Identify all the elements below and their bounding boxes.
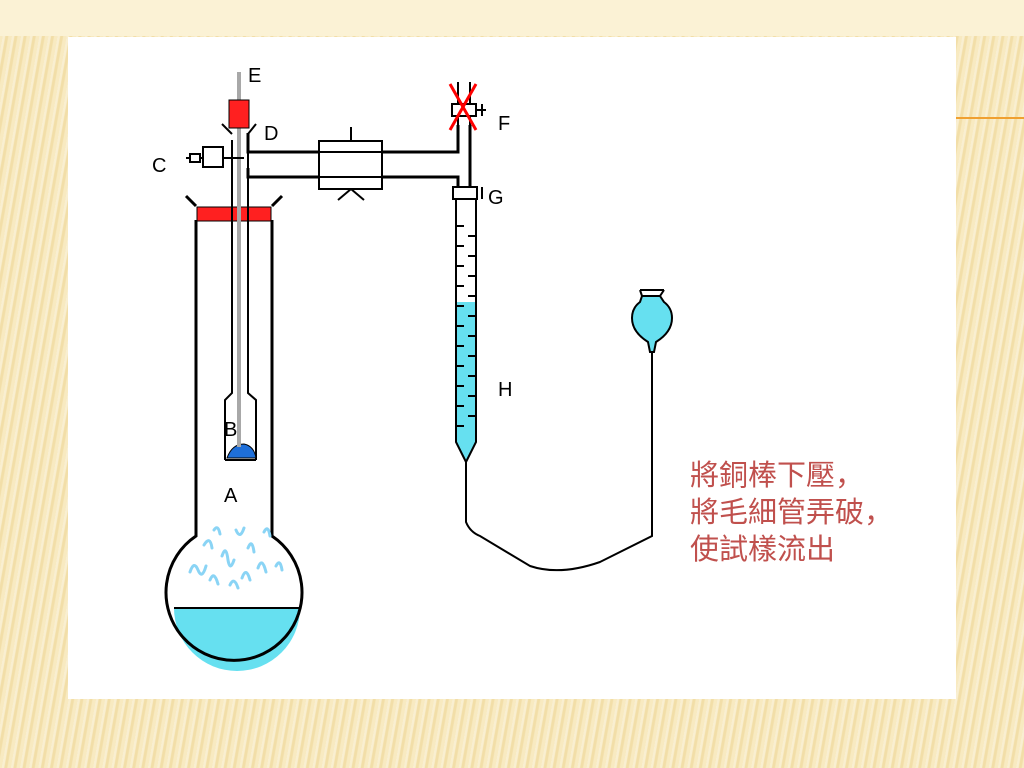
- label-d: D: [264, 123, 278, 145]
- label-h: H: [498, 379, 512, 401]
- label-e: E: [248, 65, 261, 87]
- label-f: F: [498, 113, 510, 135]
- vapor-wisps: [188, 526, 284, 590]
- inner-tube-b: [224, 140, 257, 461]
- burette-liquid: [456, 302, 476, 460]
- rubber-tubing: [465, 340, 653, 572]
- flask-stopper: [196, 206, 272, 222]
- decorative-line: [956, 117, 1024, 119]
- caption-text: 將銅棒下壓， 將毛細管弄破， 使試樣流出: [690, 457, 990, 568]
- rod-stopper: [228, 99, 250, 129]
- caption-line-1: 將銅棒下壓，: [690, 458, 865, 492]
- copper-rod-e: [237, 72, 241, 447]
- label-g: G: [488, 187, 504, 209]
- caption-line-3: 使試樣流出: [690, 532, 836, 566]
- burette-h: [455, 200, 477, 465]
- label-c: C: [152, 155, 166, 177]
- label-a: A: [224, 485, 238, 507]
- label-b: B: [224, 419, 237, 441]
- caption-line-2: 將毛細管弄破，: [690, 495, 894, 529]
- leveling-funnel: [630, 289, 674, 353]
- stopcock-g: [452, 186, 483, 200]
- middle-valve: [318, 127, 383, 201]
- cross-mark: [448, 83, 478, 131]
- sample-blob: [226, 443, 257, 459]
- stopcock-c: [186, 146, 244, 168]
- top-band: [0, 0, 1024, 36]
- flask-a: [164, 194, 304, 671]
